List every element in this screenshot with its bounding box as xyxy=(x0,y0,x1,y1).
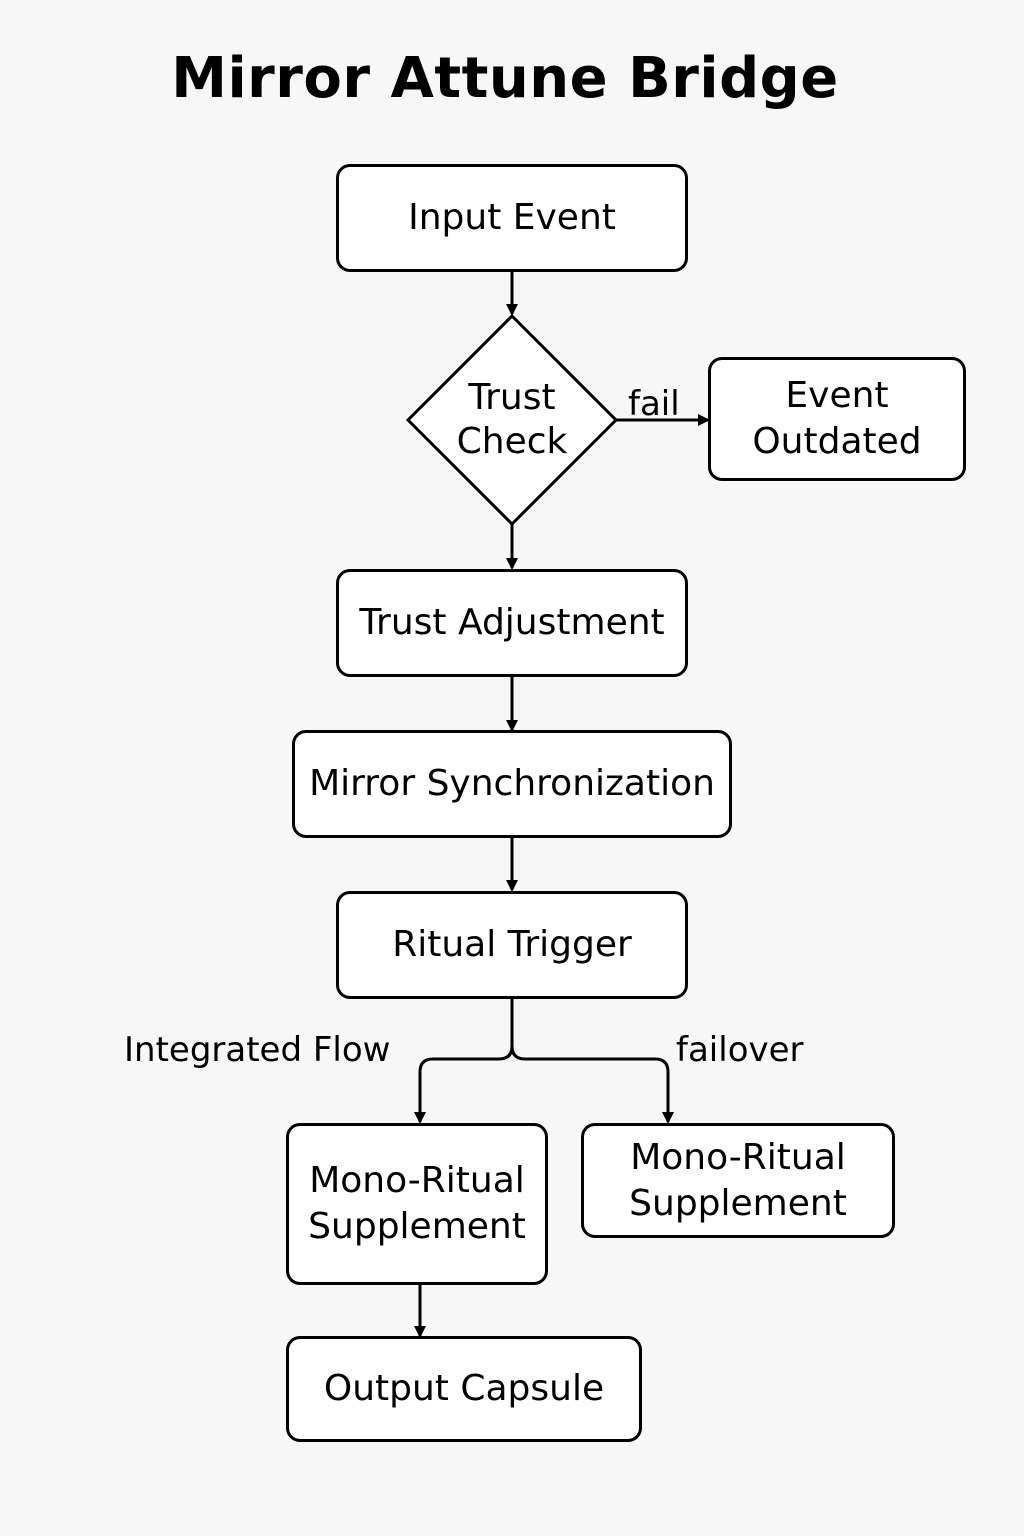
node-output-capsule-label: Output Capsule xyxy=(323,1368,605,1409)
node-input-event[interactable]: Input Event xyxy=(336,164,688,272)
edge-label-integrated-flow: Integrated Flow xyxy=(124,1030,391,1070)
arrow-integrated-flow xyxy=(414,1045,514,1124)
node-mirror-synchronization[interactable]: Mirror Synchronization xyxy=(292,730,732,838)
node-event-outdated[interactable]: Event Outdated xyxy=(708,357,966,481)
node-input-event-label: Input Event xyxy=(408,197,616,238)
node-output-capsule[interactable]: Output Capsule xyxy=(286,1336,642,1442)
edge-label-fail: fail xyxy=(628,384,680,424)
node-ritual-trigger[interactable]: Ritual Trigger xyxy=(336,891,688,999)
node-mono-ritual-supplement-right-label: Mono-Ritual Supplement xyxy=(629,1136,847,1224)
node-mirror-synchronization-label: Mirror Synchronization xyxy=(309,763,715,804)
node-mono-ritual-supplement-left-label: Mono-Ritual Supplement xyxy=(308,1160,526,1247)
node-mono-ritual-supplement-left[interactable]: Mono-Ritual Supplement xyxy=(286,1123,548,1285)
node-mono-ritual-supplement-right[interactable]: Mono-Ritual Supplement xyxy=(581,1123,895,1238)
arrow-failover xyxy=(510,1045,674,1124)
diagram-title: Mirror Attune Bridge xyxy=(171,46,839,111)
node-trust-adjustment-label: Trust Adjustment xyxy=(359,602,665,643)
node-event-outdated-label: Event Outdated xyxy=(752,375,922,462)
node-trust-adjustment[interactable]: Trust Adjustment xyxy=(336,569,688,677)
edge-label-failover: failover xyxy=(676,1030,804,1070)
node-trust-check-label: Trust Check xyxy=(456,377,568,462)
node-ritual-trigger-label: Ritual Trigger xyxy=(392,924,632,965)
